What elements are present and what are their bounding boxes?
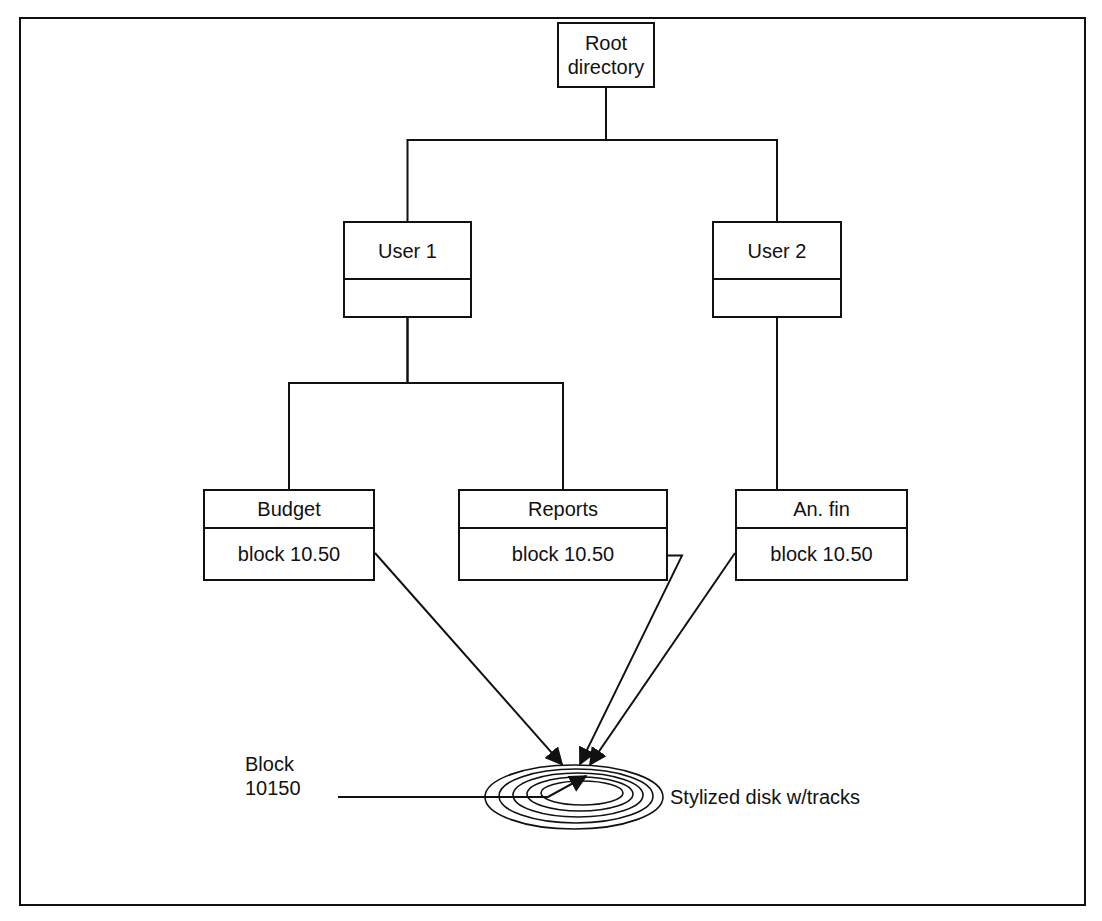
disk-tracks [484,764,664,830]
block-number: block 10.50 [512,542,614,566]
box-title: User 1 [378,239,437,263]
directory-box: User 1 [343,221,472,318]
box-title: An. fin [793,497,850,521]
frame [20,18,1085,905]
box-cell: An. fin [737,491,906,527]
directory-box: Root directory [557,22,655,88]
pointer-arrow [375,553,562,764]
track [485,765,663,829]
tree-line [606,88,777,221]
box-title: Budget [257,497,320,521]
tree-line [776,318,778,489]
tree-line [408,318,564,489]
block-number: block 10.50 [770,542,872,566]
directory-box: Reports block 10.50 [458,489,668,581]
disk-label: Stylized disk w/tracks [670,785,860,809]
track [541,781,623,805]
disk-node: Stylized disk w/tracks [484,764,664,830]
box-cell: User 2 [714,223,840,278]
box-cell: block 10.50 [737,527,906,579]
track [513,773,643,817]
box-cell [714,278,840,316]
box-cell: block 10.50 [205,527,373,579]
track [527,777,633,811]
pointer-arrow [580,556,682,764]
box-cell: Budget [205,491,373,527]
box-cell: block 10.50 [460,527,666,579]
box-title: Root directory [567,31,645,79]
callout-label: Block 10150 [245,752,325,800]
tree-line [289,318,408,489]
tree-line [408,88,607,221]
track [499,769,653,823]
directory-box: User 2 [712,221,842,318]
block-number: block 10.50 [238,542,340,566]
directory-box: Budget block 10.50 [203,489,375,581]
box-cell: Reports [460,491,666,527]
box-cell [345,278,470,316]
directory-box: An. fin block 10.50 [735,489,908,581]
box-title: Reports [528,497,598,521]
pointer-arrow [590,553,735,765]
box-cell: Root directory [559,24,653,86]
box-cell: User 1 [345,223,470,278]
box-title: User 2 [748,239,807,263]
